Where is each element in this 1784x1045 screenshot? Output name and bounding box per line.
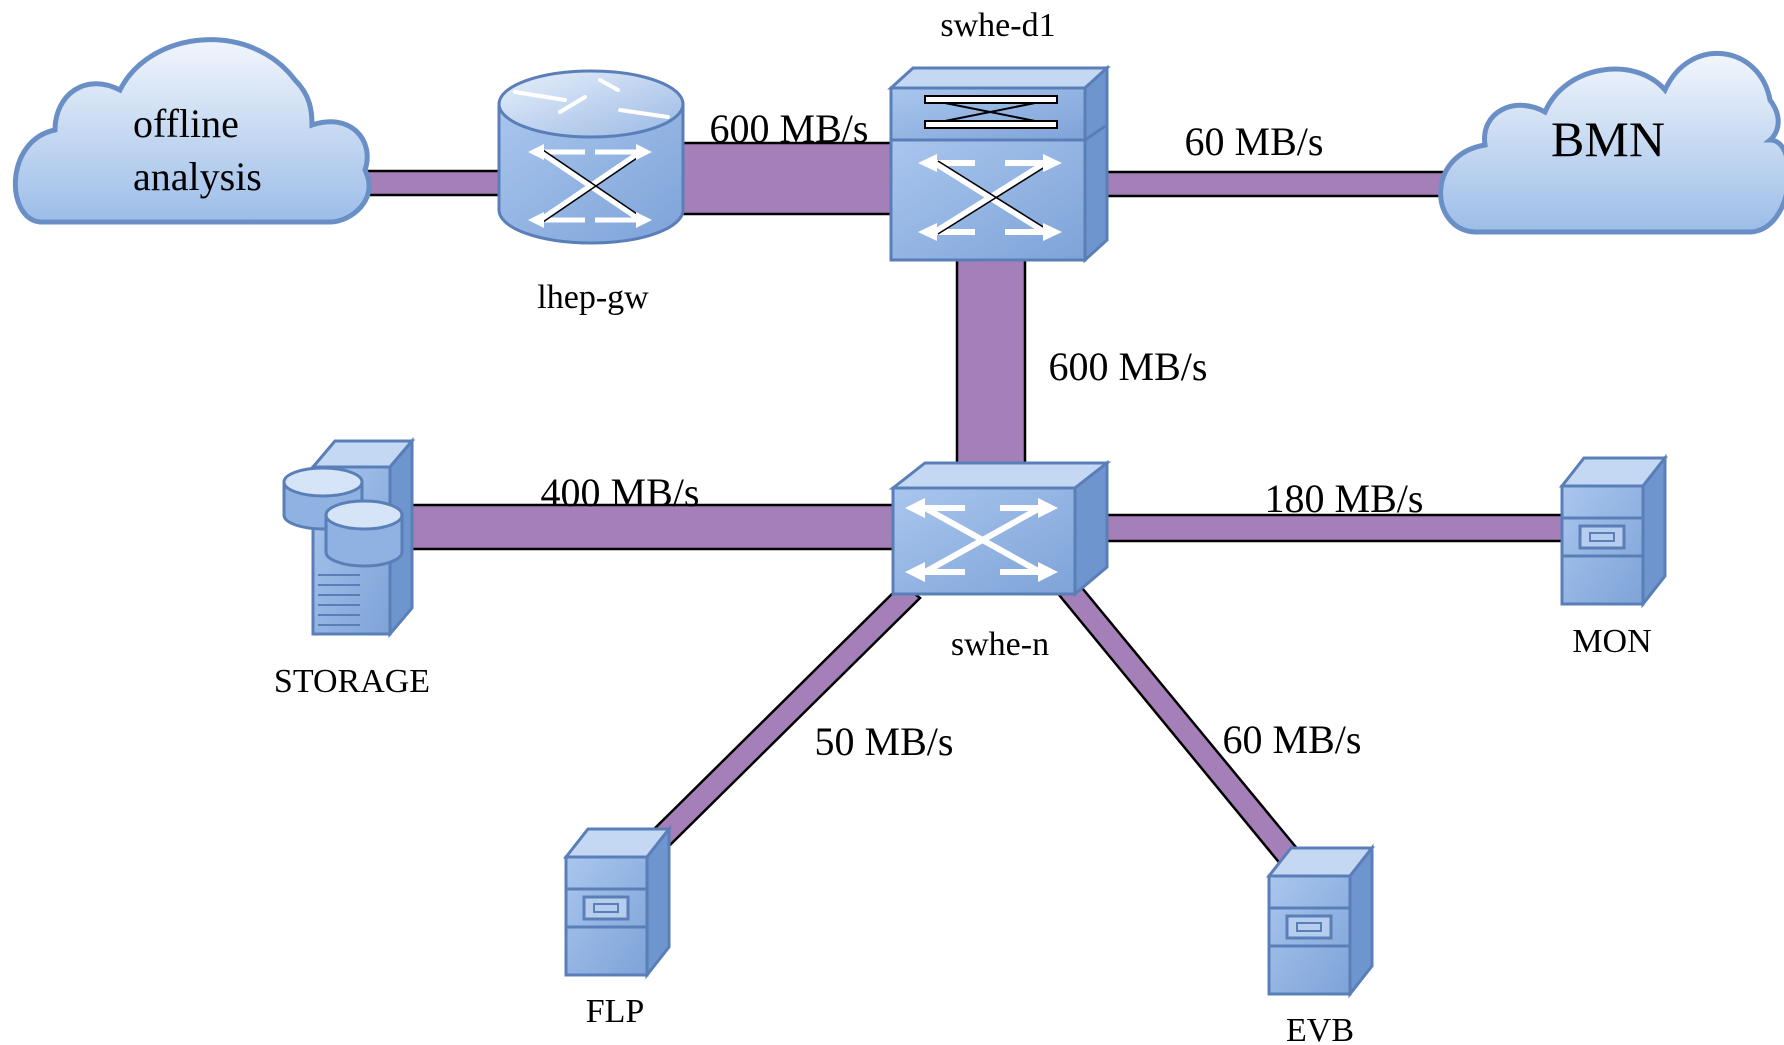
cloud-icon [1438, 51, 1784, 235]
link-n-mon [1098, 513, 1572, 543]
server-icon [564, 827, 671, 977]
link-d1-bmn [1098, 170, 1447, 198]
bmn-label: BMN [1551, 111, 1665, 167]
link-n-evb-label: 60 MB/s [1223, 717, 1362, 762]
offline-analysis-cloud: offline analysis [12, 37, 372, 225]
flp-server [564, 827, 671, 977]
link-d1-n [955, 253, 1027, 482]
link-d1-bmn-label: 60 MB/s [1185, 119, 1324, 164]
mon-server [1560, 456, 1667, 606]
lhep-gw-label: lhep-gw [537, 279, 649, 316]
link-gw-d1 [668, 141, 902, 216]
evb-label: EVB [1286, 1012, 1354, 1045]
link-storage-n-label: 400 MB/s [541, 470, 700, 515]
swhe-n-label: swhe-n [951, 626, 1049, 663]
link-d1-n-label: 600 MB/s [1049, 344, 1208, 389]
offline-analysis-label-line2: analysis [133, 154, 262, 199]
link-storage-n [398, 503, 902, 551]
storage-server-icon [282, 436, 416, 639]
bmn-cloud: BMN [1438, 51, 1784, 235]
swhe-d1-switch: swhe-d1 [887, 7, 1111, 264]
server-icon [1560, 456, 1667, 606]
server-icon [1267, 846, 1374, 996]
switch-icon [888, 459, 1112, 598]
storage-server: STORAGE [274, 436, 430, 700]
swhe-d1-label: swhe-d1 [940, 7, 1055, 44]
link-n-flp [645, 582, 922, 852]
offline-analysis-label-line1: offline [133, 101, 239, 146]
link-gw-d1-label: 600 MB/s [710, 106, 869, 151]
link-n-mon-label: 180 MB/s [1265, 476, 1424, 521]
evb-server [1267, 846, 1374, 996]
link-n-flp-label: 50 MB/s [815, 719, 954, 764]
cloud-icon [12, 37, 372, 225]
router-icon [497, 69, 685, 245]
flp-label: FLP [586, 993, 645, 1030]
swhe-n-switch: swhe-n [888, 459, 1112, 663]
lhep-gw-router: lhep-gw [497, 69, 685, 316]
mon-label: MON [1572, 623, 1651, 660]
storage-label: STORAGE [274, 663, 430, 700]
layer3-switch-icon [887, 64, 1111, 264]
